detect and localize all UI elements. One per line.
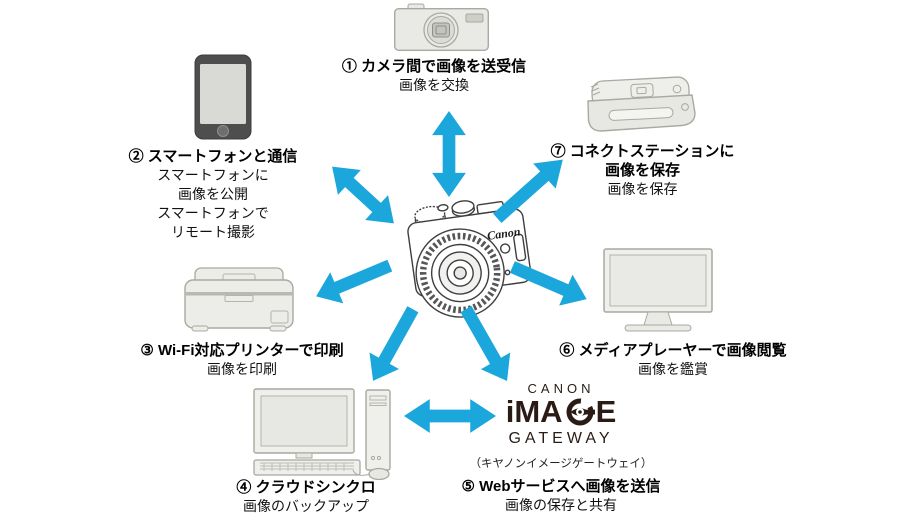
node-2-smartphone: ② スマートフォンと通信 スマートフォンに 画像を公開 スマートフォンで リモー… [103, 147, 323, 242]
logo-image-post: E [595, 394, 617, 429]
node-7-desc: 画像を保存 [607, 181, 678, 197]
arrow-camera-to-computer [356, 300, 429, 390]
smartphone-icon [194, 54, 252, 140]
node-6-title: ⑥ メディアプレーヤーで画像閲覧 [559, 342, 787, 359]
arrow-camera-to-smartphone [319, 153, 407, 238]
node-1-send-between-cameras: ① カメラ間で画像を送受信 画像を交換 [319, 57, 549, 95]
node-6-media-player: ⑥ メディアプレーヤーで画像閲覧 画像を鑑賞 [548, 341, 798, 379]
node-3-wifi-printer: ③ Wi-Fi対応プリンターで印刷 画像を印刷 [117, 341, 367, 379]
arrow-camera-to-web-service [449, 300, 523, 391]
node-2-desc-line: スマートフォンに [157, 167, 269, 183]
node-1-desc: 画像を交換 [399, 77, 469, 93]
logo-canon-text: CANON [527, 381, 595, 396]
node-4-desc: 画像のバックアップ [243, 498, 369, 514]
node-7-title: ⑦ コネクトステーションに [550, 143, 735, 160]
arrow-camera-to-printer [309, 248, 397, 314]
node-1-title: ① カメラ間で画像を送受信 [341, 58, 527, 75]
logo-image-text: iMA E [451, 396, 671, 428]
arrow-camera-to-connect-station [485, 146, 576, 233]
compact-camera-icon [394, 3, 489, 51]
printer-icon [183, 264, 295, 334]
logo-eye-g-icon [566, 398, 595, 426]
node-2-desc-line: 画像を公開 [178, 186, 248, 202]
center-eos-camera-icon: Canon [383, 190, 549, 324]
node-5-desc: 画像の保存と共有 [505, 497, 617, 513]
node-4-title: ④ クラウドシンクロ [236, 479, 376, 496]
canon-image-gateway-logo: CANON iMA E GATEWAY [451, 381, 671, 448]
node-2-desc-line: スマートフォンで [157, 205, 269, 221]
node-4-cloud-sync: ④ クラウドシンクロ 画像のバックアップ [216, 478, 396, 516]
node-3-title: ③ Wi-Fi対応プリンターで印刷 [140, 342, 344, 359]
desktop-computer-icon [252, 388, 392, 480]
connect-station-icon [581, 74, 699, 134]
node-5-title: ⑤ Webサービスへ画像を送信 [461, 478, 661, 495]
arrow-computer-to-web-service [404, 397, 496, 435]
node-3-desc: 画像を印刷 [207, 361, 277, 377]
node-7-title-line2: 画像を保存 [604, 162, 680, 179]
logo-image-pre: iMA [505, 394, 563, 429]
arrow-camera-to-camera [430, 111, 468, 197]
node-7-connect-station: ⑦ コネクトステーションに 画像を保存 画像を保存 [535, 142, 750, 199]
node-2-desc-line: リモート撮影 [171, 224, 255, 240]
logo-caption: （キヤノンイメージゲートウェイ） [469, 458, 653, 470]
node-5-web-service: CANON iMA E GATEWAY （キヤノンイメージゲートウェイ） ⑤ W… [451, 381, 671, 515]
media-player-monitor-icon [603, 248, 713, 334]
node-6-desc: 画像を鑑賞 [638, 361, 708, 377]
canon-brand-label: Canon [486, 224, 521, 243]
logo-gateway-text: GATEWAY [508, 430, 614, 447]
node-2-title: ② スマートフォンと通信 [128, 148, 298, 165]
arrow-camera-to-media-player [505, 249, 594, 316]
